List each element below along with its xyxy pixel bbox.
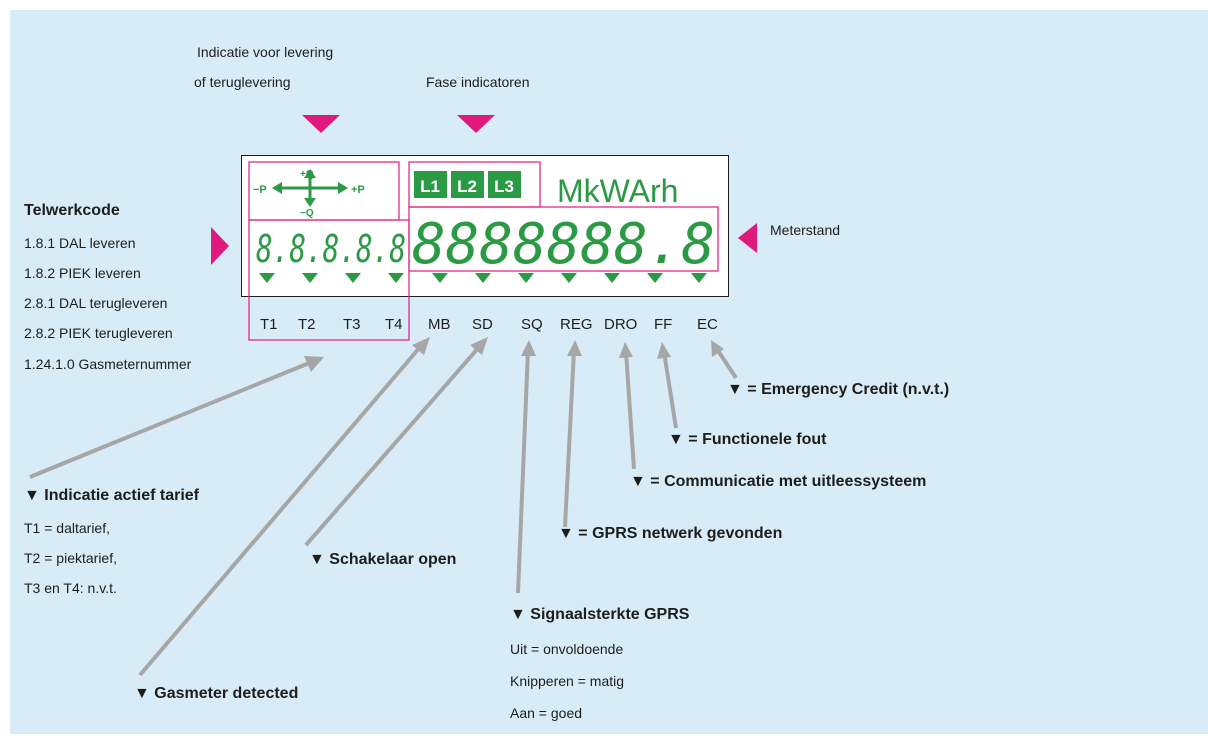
code-sd: SD — [472, 316, 493, 333]
leader-gasmeter — [138, 344, 423, 677]
code-t3: T3 — [343, 316, 361, 333]
telwerkcode-item: 2.8.1 DAL terugleveren — [24, 295, 168, 311]
code-t2: T2 — [298, 316, 316, 333]
plus-p-label: +P — [351, 184, 365, 196]
communicatie-label: ▼ = Communicatie met uitleessysteem — [630, 473, 927, 490]
indicator-markers — [259, 273, 707, 283]
tarief-line: T3 en T4: n.v.t. — [24, 580, 117, 596]
meterstand-pointer — [738, 223, 757, 253]
arrowhead-signaal — [521, 340, 536, 356]
code-ec: EC — [697, 316, 718, 333]
fase-pointer — [457, 115, 495, 133]
plus-q-label: +Q — [300, 169, 314, 180]
arrow-box — [248, 161, 400, 221]
tarief-title: ▼ Indicatie actief tarief — [24, 487, 199, 504]
signaal-line: Knipperen = matig — [510, 673, 625, 689]
signaal-line: Aan = goed — [510, 705, 583, 721]
big-digit-display: 8888888.8 — [412, 212, 715, 277]
indicator-triangle — [259, 273, 275, 283]
arrowhead-tarief — [304, 356, 324, 372]
small-digit-display: 8.8.8.8.8 — [256, 227, 406, 271]
meterstand-label: Meterstand — [770, 222, 841, 238]
telwerkcode-title: Telwerkcode — [24, 202, 120, 219]
leader-arrows — [29, 337, 738, 677]
telwerkcode-item: 1.24.1.0 Gasmeternummer — [24, 356, 192, 372]
indicator-triangle — [604, 273, 620, 283]
telwerkcode-item: 1.8.2 PIEK leveren — [24, 265, 141, 281]
code-mb: MB — [428, 316, 451, 333]
fase-label: Fase indicatoren — [426, 74, 530, 90]
indicator-triangle — [561, 273, 577, 283]
signaal-line: Uit = onvoldoende — [510, 641, 624, 657]
levering-pointer — [302, 115, 340, 133]
direction-arrows-icon — [272, 169, 348, 207]
code-ff: FF — [654, 316, 673, 333]
code-t4: T4 — [385, 316, 403, 333]
phase-badge-l1 — [414, 171, 447, 198]
code-dro: DRO — [604, 316, 638, 333]
schakelaar-label: ▼ Schakelaar open — [309, 551, 457, 568]
unit-label: MkWArh — [557, 173, 678, 209]
indicator-triangle — [345, 273, 361, 283]
gasmeter-label: ▼ Gasmeter detected — [134, 685, 299, 702]
diagram-background — [10, 10, 1208, 734]
tarief-line: T1 = daltarief, — [24, 520, 110, 536]
leader-schakelaar — [304, 344, 482, 547]
arrowhead-schakelaar — [470, 337, 488, 355]
indicator-triangle — [691, 273, 707, 283]
phase-badge-l2 — [451, 171, 484, 198]
phase-label-l3: L3 — [494, 177, 514, 196]
phase-badge-l3 — [488, 171, 521, 198]
indicator-triangle — [388, 273, 404, 283]
big-digits-box — [408, 206, 719, 272]
tarief-line: T2 = piektarief, — [24, 550, 117, 566]
functionele-fout-label: ▼ = Functionele fout — [668, 431, 827, 448]
phase-label-l2: L2 — [457, 177, 477, 196]
emergency-credit-label: ▼ = Emergency Credit (n.v.t.) — [727, 381, 950, 398]
telwerk-pointer — [211, 227, 229, 265]
code-reg: REG — [560, 316, 593, 333]
leader-functionele — [662, 351, 678, 429]
code-t1: T1 — [260, 316, 278, 333]
leader-communicatie — [624, 351, 636, 470]
leader-emergency — [715, 347, 738, 380]
levering-label-line2: of teruglevering — [194, 74, 291, 90]
minus-q-label: −Q — [300, 208, 314, 219]
leader-signaal — [516, 349, 530, 594]
gprs-netwerk-label: ▼ = GPRS netwerk gevonden — [558, 525, 783, 542]
telwerkcode-item: 1.8.1 DAL leveren — [24, 235, 136, 251]
leader-gprs — [563, 349, 576, 528]
minus-p-label: −P — [253, 184, 267, 196]
code-sq: SQ — [521, 316, 543, 333]
indicator-triangle — [518, 273, 534, 283]
arrowhead-communicatie — [619, 342, 633, 358]
small-digits-box — [248, 219, 410, 341]
leader-tarief — [29, 359, 315, 479]
levering-label-line1: Indicatie voor levering — [197, 44, 334, 60]
signaal-title: ▼ Signaalsterkte GPRS — [510, 606, 690, 623]
indicator-triangle — [647, 273, 663, 283]
indicator-triangle — [432, 273, 448, 283]
arrowhead-gprs — [567, 340, 582, 356]
indicator-triangle — [302, 273, 318, 283]
indicator-triangle — [475, 273, 491, 283]
arrowhead-gasmeter — [412, 337, 430, 355]
arrowhead-functionele — [657, 342, 671, 359]
phase-label-l1: L1 — [420, 177, 440, 196]
telwerkcode-item: 2.8.2 PIEK terugleveren — [24, 325, 173, 341]
arrowhead-emergency — [711, 340, 724, 357]
